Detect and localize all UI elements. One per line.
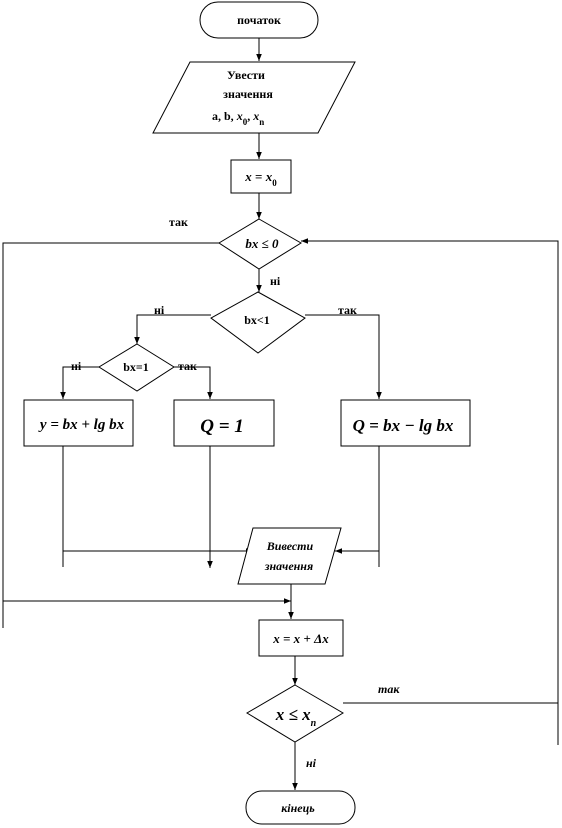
input-prefix: a, b, — [212, 109, 237, 123]
block-q2-text: Q = bx − lg bx — [353, 416, 454, 435]
edge-y-output — [62, 446, 253, 554]
increment-block: x = x + Δx — [258, 619, 344, 657]
connectors — [2, 38, 559, 790]
block-y: y = bx + lg bx — [23, 399, 134, 447]
edge-cond3-yes — [174, 366, 213, 399]
block-q1: Q = 1 — [173, 399, 275, 447]
end-label: кінець — [281, 801, 315, 815]
label-ni-2: ні — [154, 303, 165, 317]
cond1-text: bx ≤ 0 — [245, 236, 279, 251]
input-xn-base: x — [252, 109, 259, 123]
assign-lhs: x — [244, 169, 252, 184]
label-ni-1: ні — [270, 274, 281, 288]
label-tak-loop: так — [378, 682, 400, 696]
cond4-text: x ≤ xn — [275, 705, 317, 729]
output-parallelogram: Вивести значення — [237, 527, 342, 585]
cond3-text: bx=1 — [123, 360, 149, 374]
edge-cond1-yes — [2, 242, 219, 628]
assign-eq: = — [252, 169, 266, 184]
start-terminal: початок — [199, 1, 319, 39]
input-x0-base: x — [236, 109, 243, 123]
decision-bx-lt-1: bx<1 — [210, 291, 306, 354]
start-label: початок — [237, 13, 281, 27]
assign-x0-text: x = x0 — [244, 169, 277, 188]
label-ni-end: ні — [306, 756, 317, 770]
cond4-sub: n — [311, 718, 317, 729]
assign-x0-block: x = x0 — [230, 159, 292, 194]
cond4-base: x ≤ x — [275, 705, 311, 724]
edge-loop-back — [301, 238, 559, 703]
assign-rhs-sub: 0 — [272, 178, 277, 188]
label-tak-2: так — [338, 303, 357, 317]
output-line2: значення — [264, 559, 313, 573]
cond2-text: bx<1 — [244, 313, 270, 327]
decision-x-le-xn: x ≤ xn — [246, 684, 344, 743]
decision-bx-le-0: bx ≤ 0 — [218, 218, 302, 270]
label-tak-top: так — [169, 215, 188, 229]
input-parallelogram: Увести значення a, b, x0, xn — [152, 61, 356, 134]
block-y-text: y = bx + lg bx — [38, 417, 125, 433]
input-line1: Увести — [227, 68, 265, 82]
edge-q2-output — [335, 446, 380, 554]
block-q2: Q = bx − lg bx — [340, 399, 471, 447]
branch-labels: так ні ні так ні так так ні — [71, 215, 400, 770]
input-sep: , — [247, 109, 253, 123]
edge-loop-stub — [343, 702, 559, 745]
edge-cond2-yes — [305, 314, 382, 399]
assign-rhs: x — [265, 169, 273, 184]
output-line1: Вивести — [266, 539, 314, 553]
block-q1-text: Q = 1 — [200, 416, 244, 437]
edge-cond3-no — [60, 366, 99, 399]
decision-bx-eq-1: bx=1 — [98, 343, 175, 392]
input-line2: значення — [223, 87, 273, 101]
label-tak-3: так — [178, 359, 197, 373]
input-x0-sub: 0 — [243, 117, 248, 127]
input-xn-sub: n — [259, 117, 264, 127]
end-terminal: кінець — [245, 790, 356, 825]
edge-cond2-no — [134, 314, 211, 344]
label-ni-3: ні — [71, 359, 82, 373]
input-line3: a, b, x0, xn — [212, 109, 264, 127]
increment-text: x = x + Δx — [272, 631, 329, 646]
